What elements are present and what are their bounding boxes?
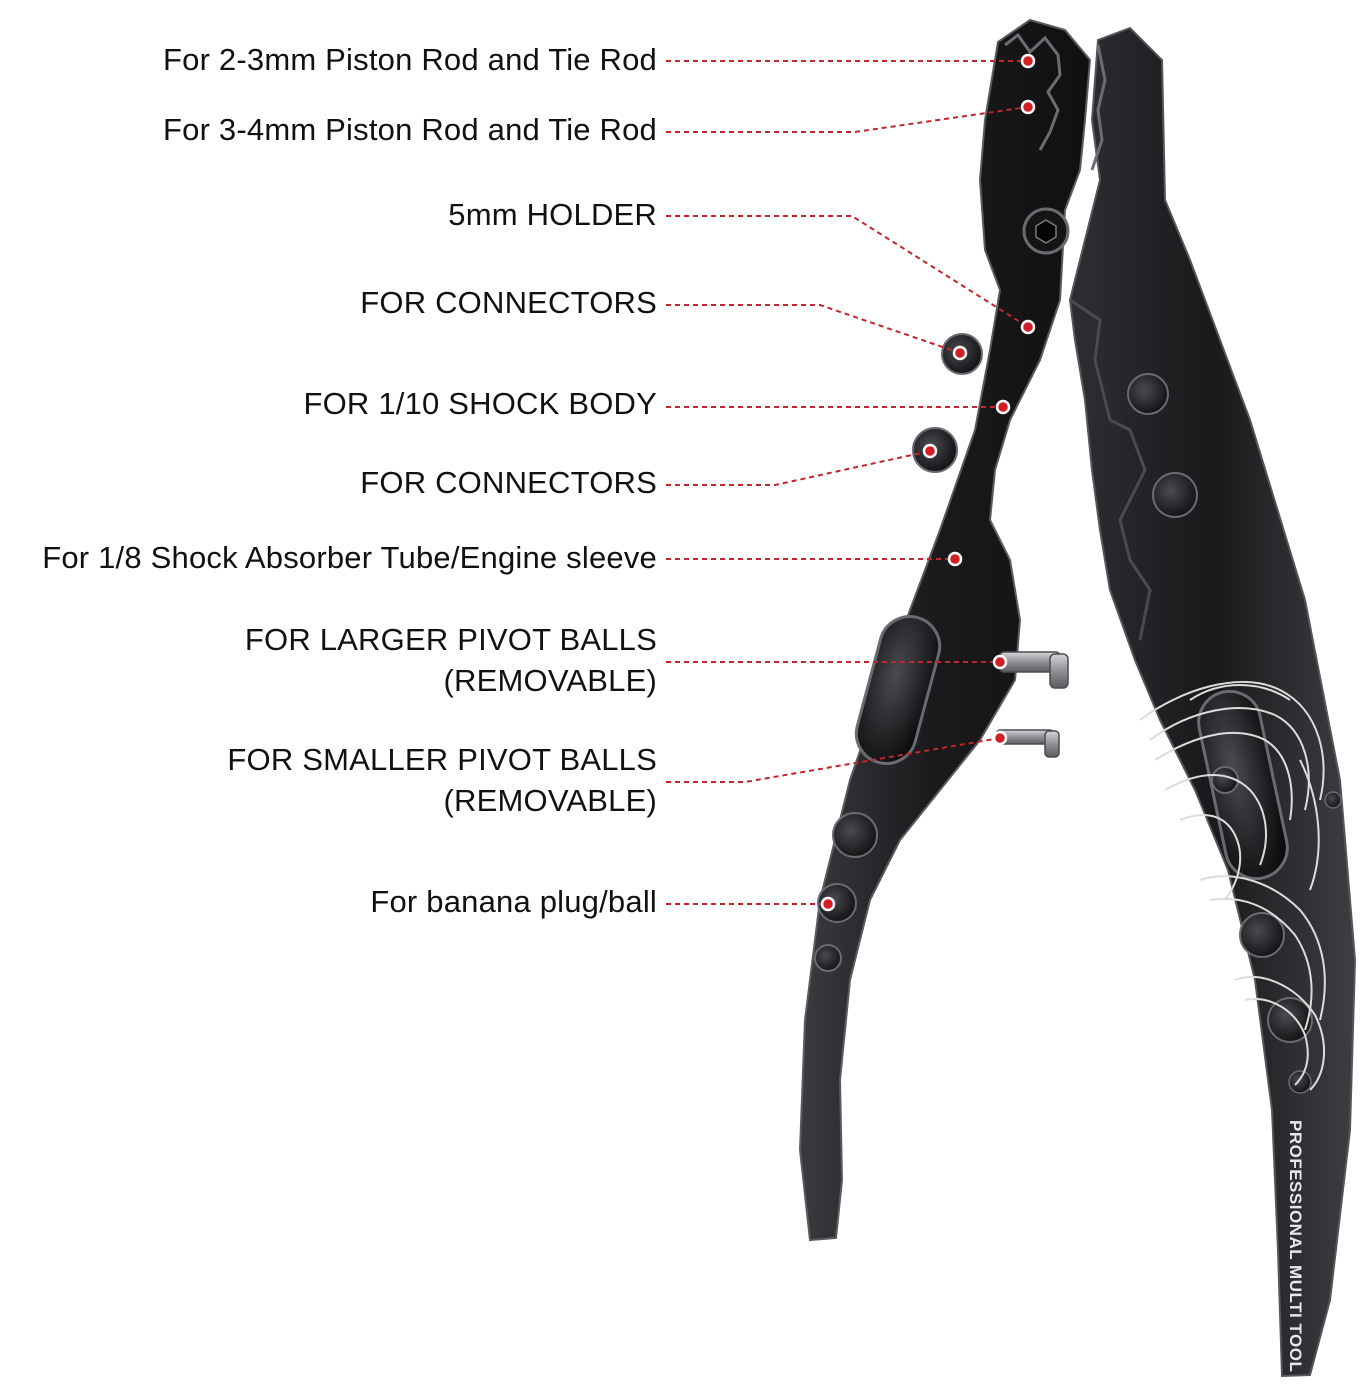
hole xyxy=(832,812,878,858)
marker-dot xyxy=(820,896,836,912)
callout-banana-plug: For banana plug/ball xyxy=(370,884,657,919)
marker-dot xyxy=(995,399,1011,415)
hole xyxy=(1324,791,1342,809)
callout-smaller-pivot-balls: FOR SMALLER PIVOT BALLS (REMOVABLE) xyxy=(227,742,657,818)
hole xyxy=(1127,373,1169,415)
marker-dot xyxy=(992,654,1008,670)
tool-engraving-text: PROFESSIONAL MULTI TOOL xyxy=(1286,1120,1305,1372)
callout-shock-body: FOR 1/10 SHOCK BODY xyxy=(303,386,657,421)
marker-dot xyxy=(952,345,968,361)
callout-larger-pivot-balls: FOR LARGER PIVOT BALLS (REMOVABLE) xyxy=(244,622,657,698)
hex-socket-icon xyxy=(1035,219,1057,244)
right-jaw-profile xyxy=(1069,298,1152,641)
leader-lines xyxy=(666,60,1029,905)
callout-connectors-upper: FOR CONNECTORS xyxy=(360,285,657,320)
hole xyxy=(1239,912,1285,958)
callout-5mm-holder: 5mm HOLDER xyxy=(448,197,657,232)
callout-connectors-lower: FOR CONNECTORS xyxy=(360,465,657,500)
marker-dot xyxy=(992,730,1008,746)
marker-dot xyxy=(947,551,963,567)
jaw-teeth-right xyxy=(1090,44,1107,171)
callout-shock-absorber-tube: For 1/8 Shock Absorber Tube/Engine sleev… xyxy=(42,540,657,575)
leader-line xyxy=(666,304,961,354)
smaller-pivot-pin-cap xyxy=(1044,730,1060,758)
larger-pivot-pin-cap xyxy=(1049,653,1069,689)
left-handle xyxy=(798,18,1092,1242)
hole xyxy=(1152,472,1198,518)
hole xyxy=(1288,1070,1312,1094)
hole xyxy=(814,944,842,972)
marker-dot xyxy=(1020,99,1036,115)
marker-dot xyxy=(922,443,938,459)
callout-piston-rod-3-4mm: For 3-4mm Piston Rod and Tie Rod xyxy=(163,112,657,147)
hole xyxy=(1267,997,1313,1043)
leader-line xyxy=(666,215,1029,328)
leader-line xyxy=(666,106,1029,133)
marker-dot xyxy=(1020,319,1036,335)
marker-dot xyxy=(1020,53,1036,69)
marker-dots xyxy=(820,53,1036,912)
slot-hole xyxy=(854,615,942,765)
jaw-teeth xyxy=(1004,32,1062,151)
callout-piston-rod-2-3mm: For 2-3mm Piston Rod and Tie Rod xyxy=(163,42,657,77)
hole xyxy=(817,883,857,923)
leader-line xyxy=(666,450,931,486)
swirl-engraving-pattern xyxy=(1139,681,1326,1091)
